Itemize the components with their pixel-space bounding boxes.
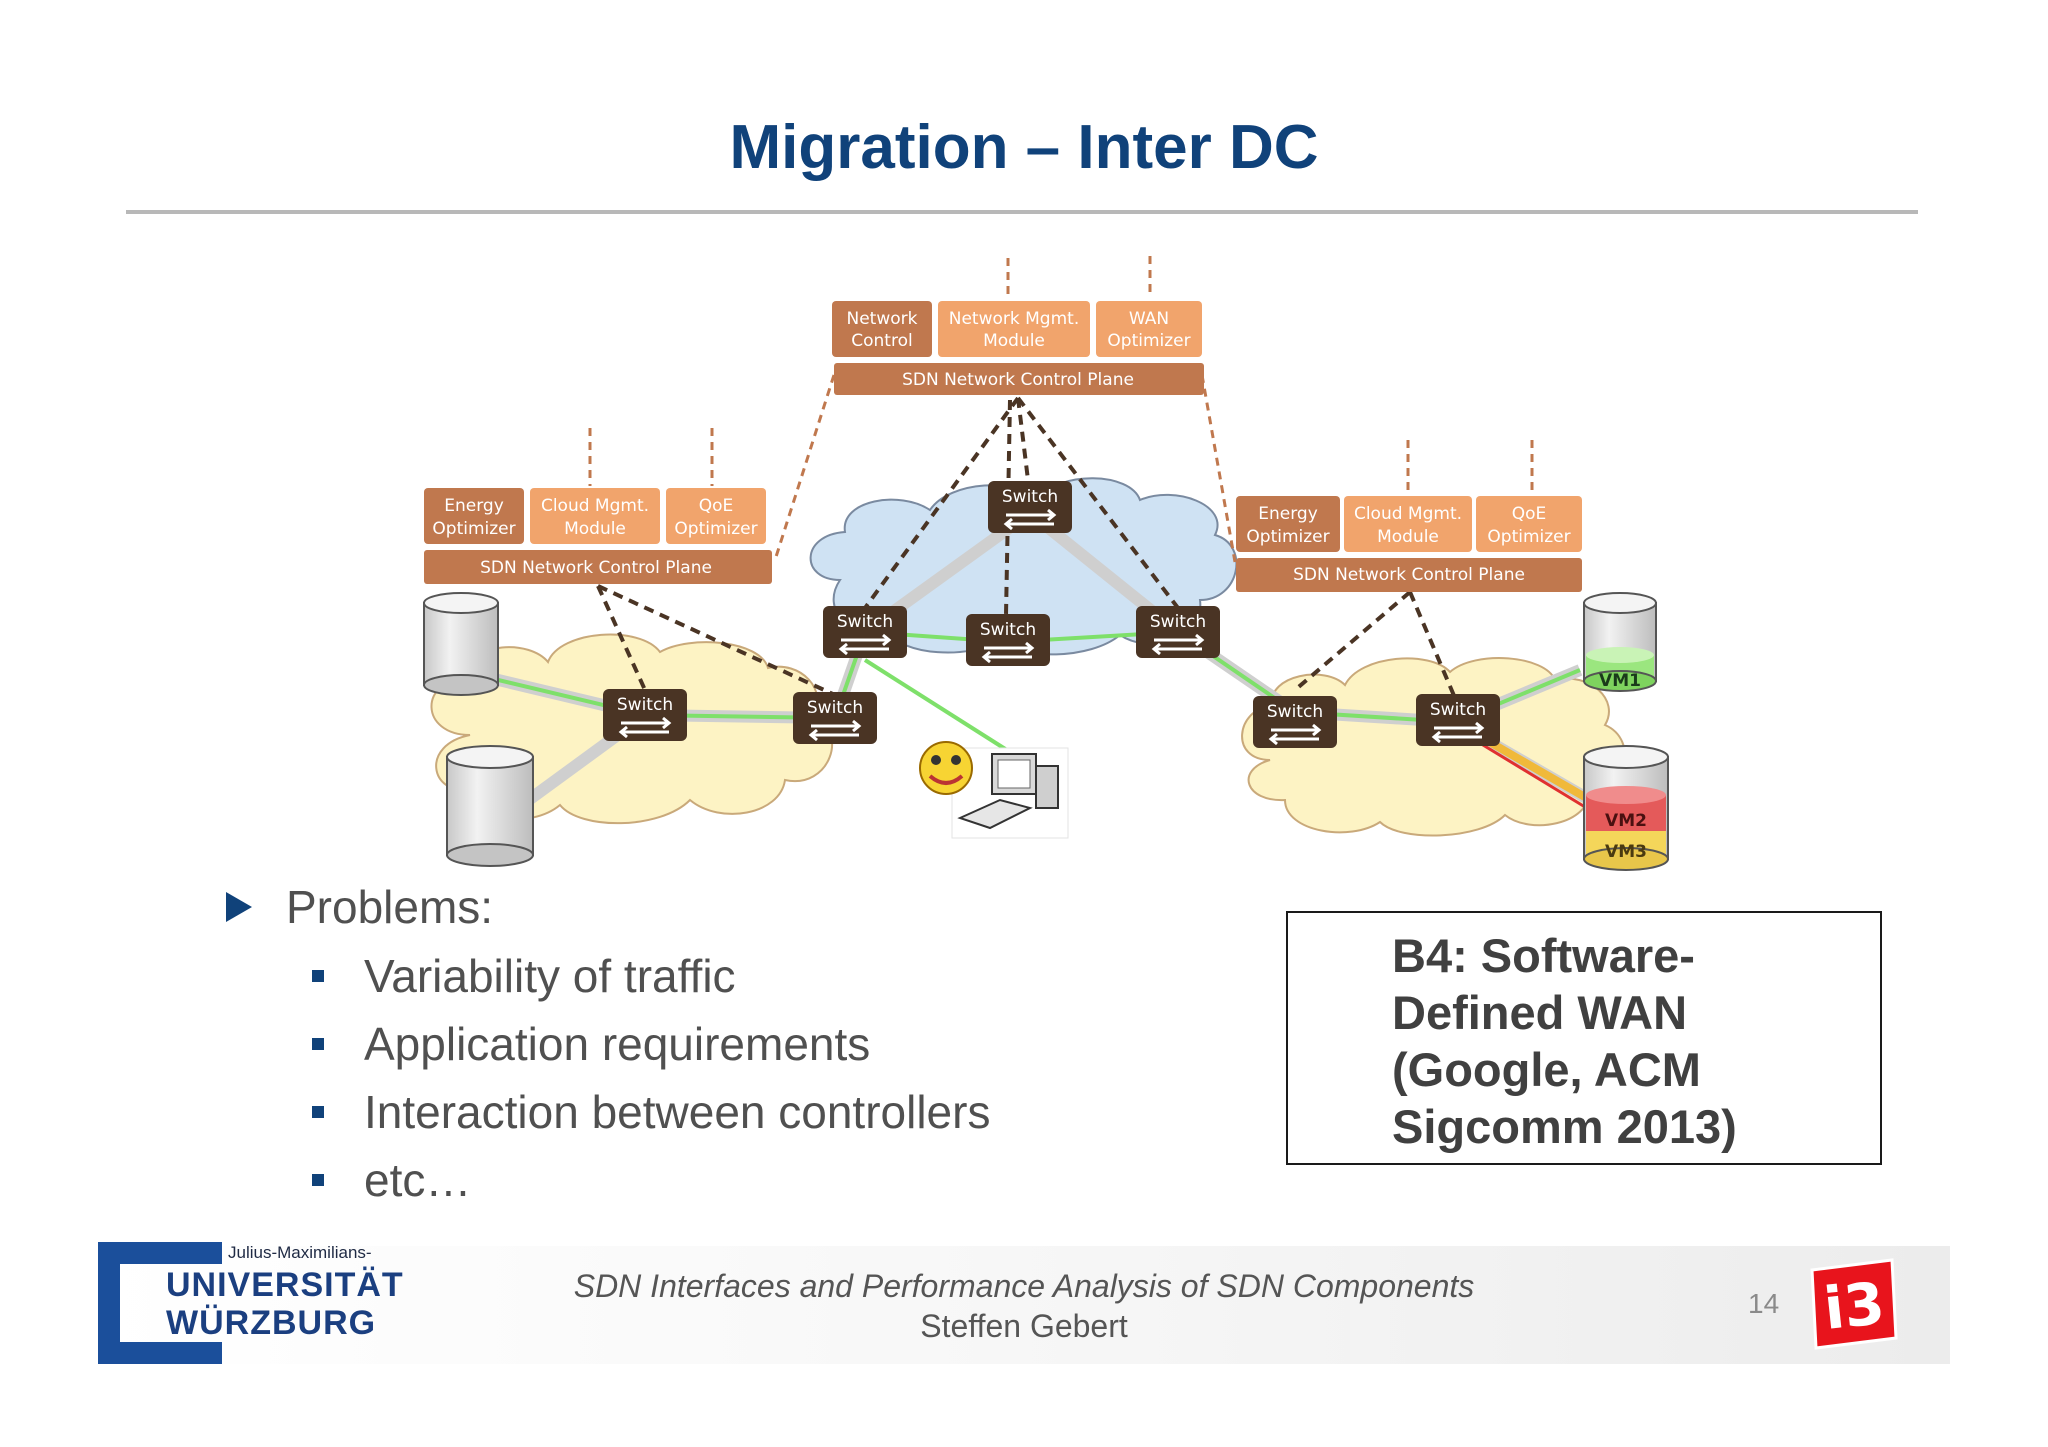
left-module-qoe bbox=[666, 488, 766, 544]
top-plane-label: SDN Network Control Plane bbox=[902, 370, 1134, 390]
university-small-text: Julius-Maximilians- bbox=[228, 1243, 372, 1262]
bidirectional-arrow-icon bbox=[1003, 508, 1057, 531]
top-plane-bar bbox=[834, 363, 1204, 395]
switch-wan-left: Switch bbox=[823, 606, 907, 658]
right-storage-vm1: VM1 bbox=[1583, 592, 1657, 692]
problems-list: Variability of traffic Application requi… bbox=[312, 948, 990, 1220]
left-module-cloud-mgmt bbox=[530, 488, 660, 544]
left-storage-lower bbox=[446, 745, 534, 867]
top-module-network-control bbox=[832, 301, 932, 357]
square-bullet-icon bbox=[312, 1173, 324, 1186]
switch-wan-middle: Switch bbox=[966, 614, 1050, 666]
i3-logo-icon: i3 bbox=[1810, 1258, 1898, 1350]
control-links bbox=[596, 396, 1457, 699]
switch-left-dc-b: Switch bbox=[793, 692, 877, 744]
left-storage-upper bbox=[423, 592, 499, 696]
list-item-text: Variability of traffic bbox=[364, 950, 736, 1002]
smiley-icon bbox=[919, 741, 973, 795]
top-module-wan-optimizer bbox=[1096, 301, 1202, 357]
switch-top-center: Switch bbox=[988, 481, 1072, 533]
page-number: 14 bbox=[1748, 1288, 1780, 1319]
reference-line: B4: Software- bbox=[1392, 929, 1695, 982]
list-item: Interaction between controllers bbox=[312, 1084, 990, 1152]
left-module-label: Cloud Mgmt.Module bbox=[541, 496, 649, 539]
list-item: Application requirements bbox=[312, 1016, 990, 1084]
right-dc-cloud bbox=[1241, 657, 1626, 837]
bidirectional-arrow-icon bbox=[618, 716, 672, 739]
bidirectional-arrow-icon bbox=[1268, 723, 1322, 746]
list-item: Variability of traffic bbox=[312, 948, 990, 1016]
university-logo-frame bbox=[98, 1242, 222, 1364]
switch-label: Switch bbox=[1267, 702, 1323, 722]
list-item-text: Application requirements bbox=[364, 1018, 871, 1070]
bidirectional-arrow-icon bbox=[1431, 721, 1485, 744]
list-item-text: etc… bbox=[364, 1154, 472, 1206]
switch-label: Switch bbox=[1002, 487, 1058, 507]
switch-label: Switch bbox=[807, 698, 863, 718]
top-module-network-mgmt bbox=[938, 301, 1090, 357]
list-item: etc… bbox=[312, 1152, 990, 1220]
switch-label: Switch bbox=[837, 612, 893, 632]
reference-line: Defined WAN bbox=[1392, 986, 1688, 1039]
right-plane-label: SDN Network Control Plane bbox=[1293, 565, 1525, 585]
reference-box: B4: Software- Defined WAN (Google, ACM S… bbox=[1286, 911, 1882, 1165]
university-line1: UNIVERSITÄT bbox=[166, 1266, 404, 1304]
triangle-bullet-icon bbox=[226, 891, 252, 922]
left-module-energy bbox=[424, 488, 524, 544]
right-module-label: Cloud Mgmt.Module bbox=[1354, 504, 1462, 547]
square-bullet-icon bbox=[312, 1105, 324, 1118]
right-plane-bar bbox=[1236, 558, 1582, 592]
top-module-label: Network Mgmt.Module bbox=[949, 309, 1079, 351]
switch-right-dc-a: Switch bbox=[1253, 696, 1337, 748]
i3-logo-text: i3 bbox=[1821, 1269, 1888, 1343]
footer-title: SDN Interfaces and Performance Analysis … bbox=[573, 1268, 1475, 1304]
vm3-label: VM3 bbox=[1605, 842, 1647, 862]
square-bullet-icon bbox=[312, 1037, 324, 1050]
switch-label: Switch bbox=[1430, 700, 1486, 720]
right-module-qoe bbox=[1476, 496, 1582, 552]
switch-left-dc-a: Switch bbox=[603, 689, 687, 741]
bidirectional-arrow-icon bbox=[981, 641, 1035, 664]
right-storage-vm2-vm3: VM2 VM3 bbox=[1583, 745, 1669, 871]
vm2-label: VM2 bbox=[1605, 811, 1647, 831]
bidirectional-arrow-icon bbox=[1151, 633, 1205, 656]
switch-wan-right: Switch bbox=[1136, 606, 1220, 658]
plane-interconnects bbox=[588, 256, 1534, 563]
problems-heading: Problems: bbox=[226, 880, 493, 934]
university-line2: WÜRZBURG bbox=[166, 1304, 377, 1342]
switch-label: Switch bbox=[1150, 612, 1206, 632]
switch-label: Switch bbox=[980, 620, 1036, 640]
list-item-text: Interaction between controllers bbox=[364, 1086, 991, 1138]
left-plane-label: SDN Network Control Plane bbox=[480, 558, 712, 578]
footer-author: Steffen Gebert bbox=[920, 1308, 1128, 1344]
bidirectional-arrow-icon bbox=[808, 719, 862, 742]
reference-line: Sigcomm 2013) bbox=[1392, 1100, 1737, 1153]
slide-title: Migration – Inter DC bbox=[729, 113, 1319, 182]
right-module-energy bbox=[1236, 496, 1340, 552]
title-divider bbox=[126, 210, 1918, 214]
reference-text: B4: Software- Defined WAN (Google, ACM S… bbox=[1392, 927, 1862, 1155]
switch-right-dc-b: Switch bbox=[1416, 694, 1500, 746]
reference-line: (Google, ACM bbox=[1392, 1043, 1701, 1096]
left-plane-bar bbox=[424, 550, 772, 584]
right-module-cloud-mgmt bbox=[1344, 496, 1472, 552]
bidirectional-arrow-icon bbox=[838, 633, 892, 656]
square-bullet-icon bbox=[312, 969, 324, 982]
vm1-label: VM1 bbox=[1599, 671, 1641, 691]
footer-bar bbox=[98, 1246, 1950, 1364]
switch-label: Switch bbox=[617, 695, 673, 715]
problems-heading-text: Problems: bbox=[286, 881, 494, 933]
